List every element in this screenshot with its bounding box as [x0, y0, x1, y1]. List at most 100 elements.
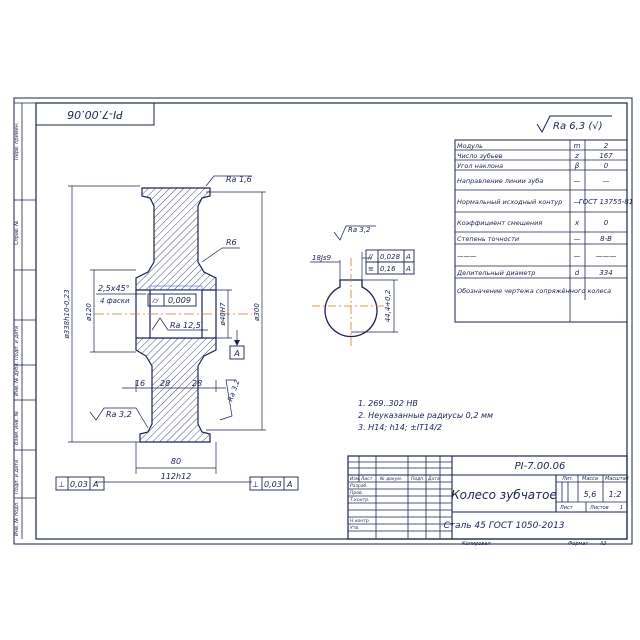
bottom-tol-left: ⊥ 0,03 A — [55, 476, 105, 491]
param-name: Угол наклона — [457, 162, 503, 170]
param-name: Обозначение чертежа сопряжённого колеса — [457, 287, 611, 295]
param-symbol: z — [574, 152, 579, 160]
side-perv: Перв. примен. — [14, 122, 20, 160]
param-row: Направление линии зуба—— — [455, 177, 627, 191]
svg-text:Формат: Формат — [568, 541, 589, 547]
param-value: 334 — [599, 269, 612, 277]
tol-right-value: 0,03 — [264, 480, 282, 489]
svg-text:A: A — [405, 253, 411, 261]
param-name: Нормальный исходный контур — [457, 198, 562, 206]
param-value: — — [603, 177, 610, 185]
gear-section — [94, 187, 252, 443]
kw-width: 18Js9 — [312, 254, 332, 262]
svg-text:Утв.: Утв. — [350, 525, 359, 531]
param-value: 8-В — [600, 235, 612, 243]
dim-d300: ø300 — [253, 303, 261, 322]
top-code: PI-7.00.06 — [67, 108, 123, 121]
param-value: 2 — [604, 142, 609, 150]
outer-frame — [13, 97, 633, 545]
tb-scale: 1:2 — [609, 490, 622, 499]
side-columns — [14, 102, 36, 539]
svg-text:Листов: Листов — [589, 505, 609, 511]
svg-text:Т.контр.: Т.контр. — [350, 497, 370, 503]
side-inv-podl: Инв. № подл. — [14, 502, 20, 537]
svg-text:Разраб.: Разраб. — [350, 483, 368, 489]
kw-ra32: Ra 3,2 — [348, 226, 371, 234]
gear-profile-top — [135, 187, 217, 291]
svg-text:Пров.: Пров. — [350, 490, 363, 496]
param-row: Угол наклона β 0 — [455, 162, 627, 171]
side-vzam: Взам. инв. № — [14, 411, 20, 445]
svg-text:Масштаб: Масштаб — [605, 476, 629, 482]
svg-text:⊥: ⊥ — [58, 480, 65, 489]
general-roughness: Ra 6,3 (√) — [536, 115, 612, 134]
top-code-box — [35, 102, 155, 126]
svg-text:A: A — [405, 265, 411, 273]
param-name: Делительный диаметр — [456, 269, 535, 277]
param-name: ——— — [457, 252, 477, 260]
svg-text:Н.контр.: Н.контр. — [350, 518, 370, 524]
dim-r6: R6 — [226, 238, 237, 247]
param-row: Обозначение чертежа сопряжённого колеса — [457, 287, 611, 295]
keyway-view: Ra 3,2 18Js9 44,4+0,2 // ≡ 0,028 0,16 A … — [310, 225, 415, 346]
svg-text:Лист: Лист — [360, 476, 373, 482]
param-symbol: x — [574, 219, 580, 227]
dim-28b: 28 — [192, 379, 202, 388]
svg-text:Дата: Дата — [427, 476, 440, 482]
svg-text:№ докум.: № докум. — [379, 476, 402, 482]
svg-text://: // — [367, 253, 373, 261]
side-labels: Перв. примен. Справ. № Подп. и дата Инв.… — [14, 122, 20, 536]
svg-text:Изм.: Изм. — [350, 476, 361, 482]
param-row: Нормальный исходный контур—ГОСТ 13755-81 — [455, 198, 633, 213]
roughness-general: Ra 6,3 (√) — [553, 121, 603, 132]
inner-frame — [35, 102, 628, 540]
dim-datum: A — [233, 349, 239, 358]
side-podp2: Подп. и дата — [14, 460, 20, 494]
dim-chamfer: 2,5x45° — [98, 284, 130, 293]
param-value: 0 — [604, 162, 609, 170]
param-symbol: — — [574, 235, 581, 243]
tb-material: Сталь 45 ГОСТ 1050-2013 — [443, 521, 564, 531]
dim-112: 112h12 — [161, 472, 192, 481]
tb-name: Колесо зубчатое — [451, 488, 557, 502]
dim-80: 80 — [171, 457, 181, 466]
svg-text:1: 1 — [620, 505, 623, 511]
param-name: Направление линии зуба — [457, 177, 543, 185]
dim-ra16: Ra 1,6 — [226, 175, 252, 184]
note-1: 1. 269..302 HB — [358, 399, 418, 408]
svg-text:Лист: Лист — [559, 505, 574, 511]
svg-text:Лит.: Лит. — [561, 476, 574, 482]
side-podp1: Подп. и дата — [14, 326, 20, 360]
param-symbol: β — [575, 162, 580, 170]
kw-tol1: 0,028 — [380, 253, 401, 261]
gear-dim-texts: Ra 1,6 R6 2,5x45° 4 фаски Ra 12,5 A ø338… — [63, 175, 261, 481]
gear-dimensions — [68, 175, 266, 483]
svg-text:Подп.: Подп. — [411, 476, 425, 482]
param-row: Модуль m 2 — [455, 142, 627, 151]
svg-text:А3: А3 — [599, 541, 607, 547]
param-value: ——— — [596, 252, 617, 260]
note-2: 2. Неуказанные радиусы 0,2 мм — [358, 411, 493, 420]
dim-ra125: Ra 12,5 — [170, 321, 201, 330]
side-sprav: Справ. № — [14, 221, 20, 245]
svg-text:A: A — [92, 480, 98, 489]
param-value: 0 — [604, 219, 609, 227]
param-row: ——————— — [455, 252, 627, 267]
dim-d338: ø338h10-0,23 — [63, 289, 71, 339]
svg-text:A: A — [286, 480, 292, 489]
tech-notes: 1. 269..302 HB 2. Неуказанные радиусы 0,… — [358, 399, 493, 432]
svg-text:≡: ≡ — [368, 265, 374, 273]
side-inv-dubl: Инв. № дубл. — [14, 362, 20, 396]
param-name: Число зубьев — [457, 152, 503, 160]
param-symbol: — — [574, 252, 581, 260]
param-name: Модуль — [457, 142, 483, 150]
kw-depth: 44,4+0,2 — [384, 289, 392, 322]
tol-left-value: 0,03 — [70, 480, 88, 489]
kw-tol2: 0,16 — [380, 265, 396, 273]
param-symbol: m — [574, 142, 581, 150]
svg-text:Копировал: Копировал — [462, 541, 491, 547]
